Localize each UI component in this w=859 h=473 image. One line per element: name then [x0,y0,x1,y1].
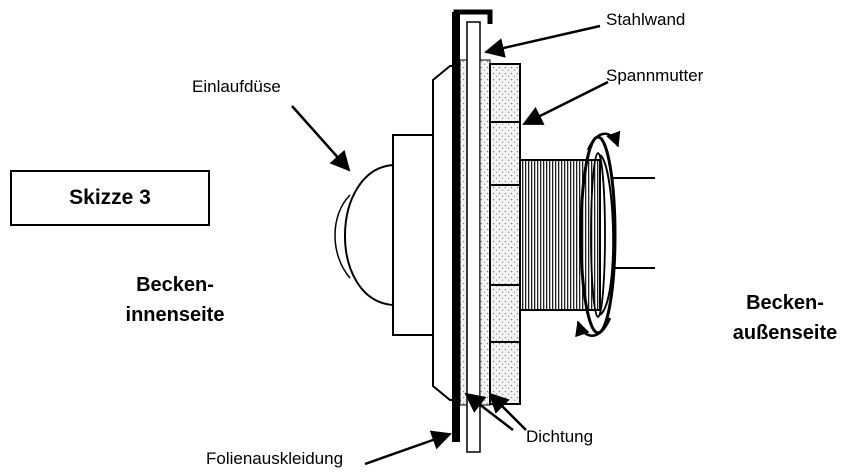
einlaufduese-arrow [291,105,351,172]
label-inner-side: Becken- innenseite [90,270,260,330]
label-folienauskleidung: Folienauskleidung [206,449,344,468]
stahlwand-arrow [484,24,601,58]
nozzle-dome [334,163,394,307]
outer-side-line1: Becken- [746,292,824,314]
label-einlaufduese: Einlaufdüse [192,77,281,96]
folienauskleidung-arrow [364,430,452,466]
inner-side-line1: Becken- [136,274,214,296]
label-outer-side: Becken- außenseite [710,288,859,348]
label-spannmutter: Spannmutter [606,66,704,85]
sketch-title: Skizze 3 [69,186,151,209]
spannmutter-arrow [522,80,609,126]
gasket-left [459,59,468,406]
label-dichtung: Dichtung [526,427,594,446]
label-stahlwand: Stahlwand [606,10,686,29]
nozzle-body [392,134,434,336]
threaded-shaft [519,159,601,311]
rotation-indicator [575,130,621,338]
gasket-right [479,59,491,406]
dichtung-arrow-right [488,392,527,431]
steel-wall [466,21,481,453]
inner-side-line2: innenseite [125,304,225,326]
pipe [599,154,655,316]
outer-side-line2: außenseite [732,322,838,344]
liner [452,9,493,442]
sketch-title-box: Skizze 3 [10,170,210,226]
clamping-nut [489,63,521,405]
